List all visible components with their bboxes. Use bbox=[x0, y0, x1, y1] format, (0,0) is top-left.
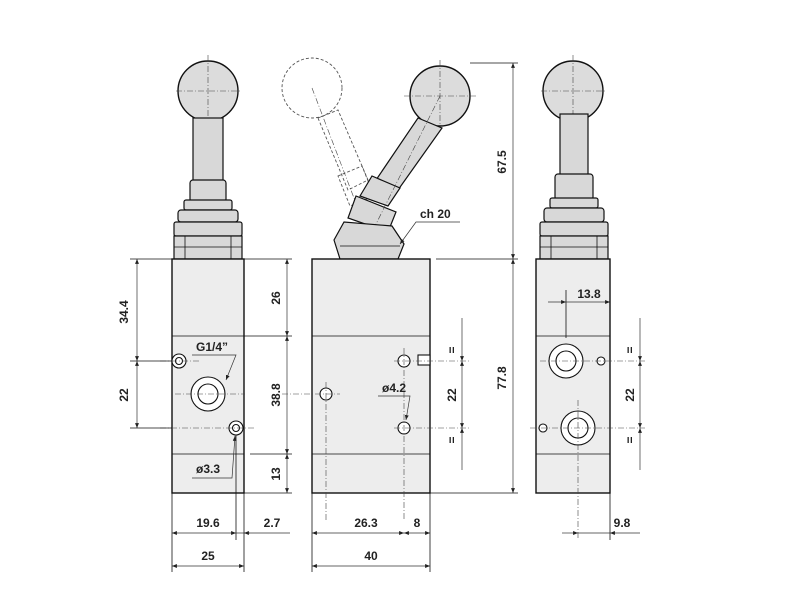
dim-26: 26 bbox=[269, 291, 283, 305]
side-body bbox=[311, 258, 431, 494]
label-ch-20: ch 20 bbox=[420, 207, 451, 221]
dim-38-8: 38.8 bbox=[269, 383, 283, 407]
dim-13-8: 13.8 bbox=[577, 287, 601, 301]
dim-8: 8 bbox=[414, 516, 421, 530]
dim-13: 13 bbox=[269, 467, 283, 481]
dim-25: 25 bbox=[201, 549, 215, 563]
right-view: 13.8 22 = = 9.8 bbox=[530, 55, 645, 540]
eq-right-1: = bbox=[623, 346, 637, 353]
dim-77-8: 77.8 bbox=[495, 366, 509, 390]
eq-side-1: = bbox=[445, 346, 459, 353]
front-view: 34.4 22 26 38.8 13 19.6 2.7 25 G1/4” ø3.… bbox=[117, 55, 292, 572]
front-hex-nut bbox=[173, 235, 243, 260]
side-view: 67.5 77.8 22 = = 26.3 8 40 ch 20 ø4.2 bbox=[281, 57, 518, 572]
dim-9-8: 9.8 bbox=[614, 516, 631, 530]
dim-40: 40 bbox=[364, 549, 378, 563]
dim-67-5: 67.5 bbox=[495, 150, 509, 174]
front-stem bbox=[192, 117, 224, 184]
dim-19-6: 19.6 bbox=[196, 516, 220, 530]
dim-34-4: 34.4 bbox=[117, 300, 131, 324]
dim-22-front: 22 bbox=[117, 388, 131, 402]
dim-22-side: 22 bbox=[445, 388, 459, 402]
dim-2-7: 2.7 bbox=[264, 516, 281, 530]
lever-actual bbox=[347, 60, 476, 245]
eq-right-2: = bbox=[623, 436, 637, 443]
eq-side-2: = bbox=[445, 436, 459, 443]
dim-26-3: 26.3 bbox=[354, 516, 378, 530]
label-hole-3-3: ø3.3 bbox=[196, 462, 220, 476]
dim-22-right: 22 bbox=[623, 388, 637, 402]
side-cap bbox=[333, 221, 405, 260]
label-g14: G1/4” bbox=[196, 340, 228, 354]
label-hole-4-2: ø4.2 bbox=[382, 381, 406, 395]
